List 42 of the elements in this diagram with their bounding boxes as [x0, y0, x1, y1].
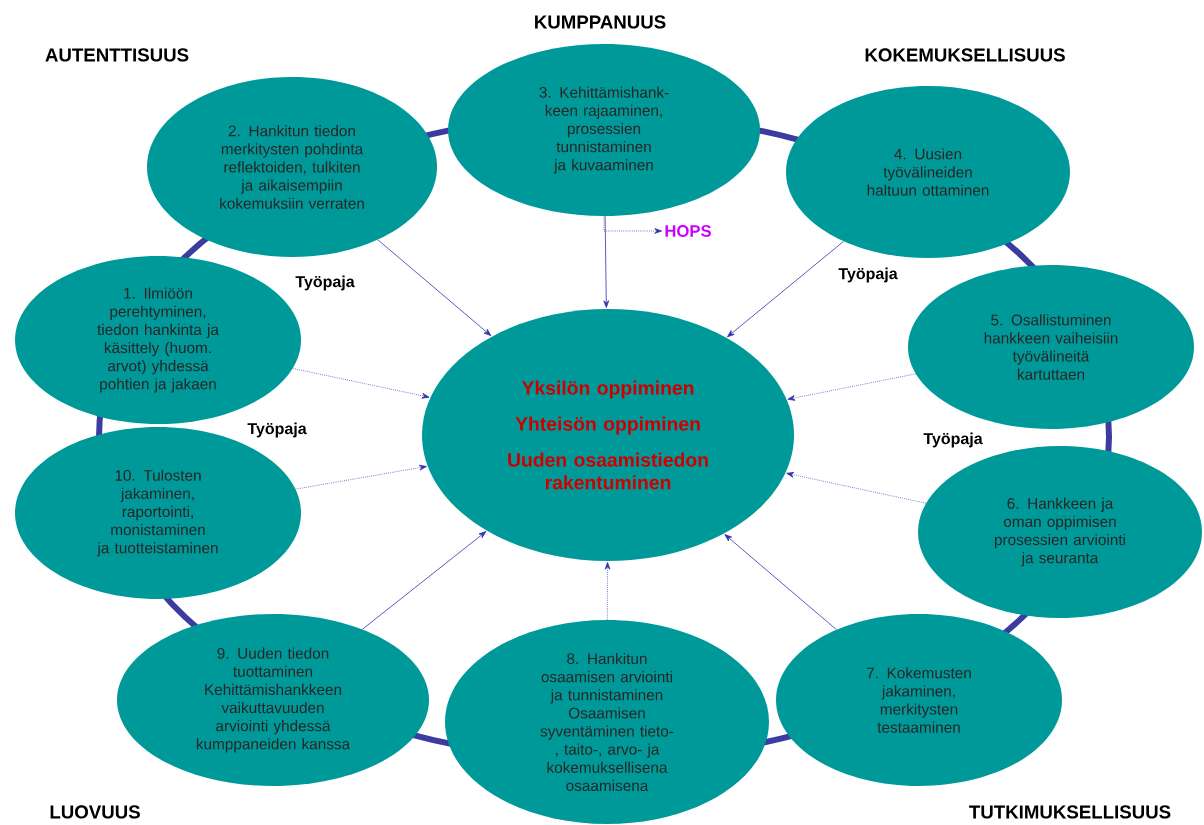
category-label: TUTKIMUKSELLISUUS — [969, 805, 1171, 819]
category-label: LUOVUUS — [50, 805, 140, 819]
arrow — [292, 368, 430, 399]
stage-ellipse — [776, 614, 1062, 786]
center-ellipse — [422, 309, 794, 561]
node-label: 4. Uusien työvälineiden haltuun ottaminen — [867, 148, 989, 196]
arrow — [604, 562, 611, 621]
stage-ellipse — [117, 614, 429, 786]
node-label: 7. Kokemusten jakaminen, merkitysten testaaminen — [866, 667, 971, 733]
workshop-label: Työpaja — [923, 432, 983, 448]
node-label: 9. Uuden tiedon tuottaminen Kehittämishankkeen vaikuttavuuden arviointi yhdessä kumppaneiden kanssa — [196, 647, 351, 753]
arrow — [295, 464, 427, 490]
arrow — [362, 531, 487, 630]
stage-ellipse — [908, 265, 1194, 429]
node-label: 1. Ilmiöön perehtyminen, tiedon hankinta ja käsittely (huom. arvot) yhdessä pohtien ja jakaen — [97, 287, 219, 393]
arrow — [727, 241, 844, 338]
node-label: 5. Osallistuminen hankkeen vaiheisiin työvälineitä kartuttaen — [984, 314, 1118, 380]
node-label: 2. Hankitun tiedon merkitysten pohdinta reflektoiden, tulkiten ja aikaisempiin kokemuksiin verraten — [220, 125, 364, 209]
category-label: KOKEMUKSELLISUUS — [865, 48, 1065, 62]
node-label: 8. Hankitun osaamisen arviointi ja tunnistaminen Osaamisen syventäminen tieto-, taito-, arvo- ja kokemuksellisena osaamisena — [540, 652, 674, 792]
stage-ellipse — [918, 446, 1202, 618]
node-label: Yhteisön oppiminen — [515, 416, 700, 435]
hops-label: HOPS — [665, 225, 711, 237]
stage-ellipse — [147, 77, 437, 257]
node-label: 6. Hankkeen ja oman oppimisen prosessien arviointi ja seuranta — [994, 497, 1125, 567]
workshop-label: Työpaja — [295, 275, 355, 291]
arrow — [603, 215, 662, 234]
stage-ellipse — [786, 86, 1070, 258]
workshop-label: Työpaja — [247, 422, 307, 438]
stage-ellipse — [445, 620, 769, 824]
node-label: 3. Kehittämishank- keen rajaaminen, prosessien tunnistaminen ja kuvaaminen — [539, 86, 669, 174]
category-label: AUTENTTISUUS — [45, 48, 189, 62]
arrow — [786, 472, 927, 504]
stage-ellipse — [448, 44, 760, 216]
arrow — [787, 373, 916, 401]
arrow — [603, 215, 610, 308]
workshop-label: Työpaja — [838, 267, 898, 283]
node-label: Yksilön oppiminen — [521, 380, 694, 399]
arrow — [724, 534, 837, 630]
node-label: 10. Tulosten jakaminen, raportointi, monistaminen ja tuotteistaminen — [97, 469, 218, 557]
node-label: Uuden osaamistiedon rakentuminen — [508, 452, 708, 490]
arrow — [377, 239, 492, 336]
